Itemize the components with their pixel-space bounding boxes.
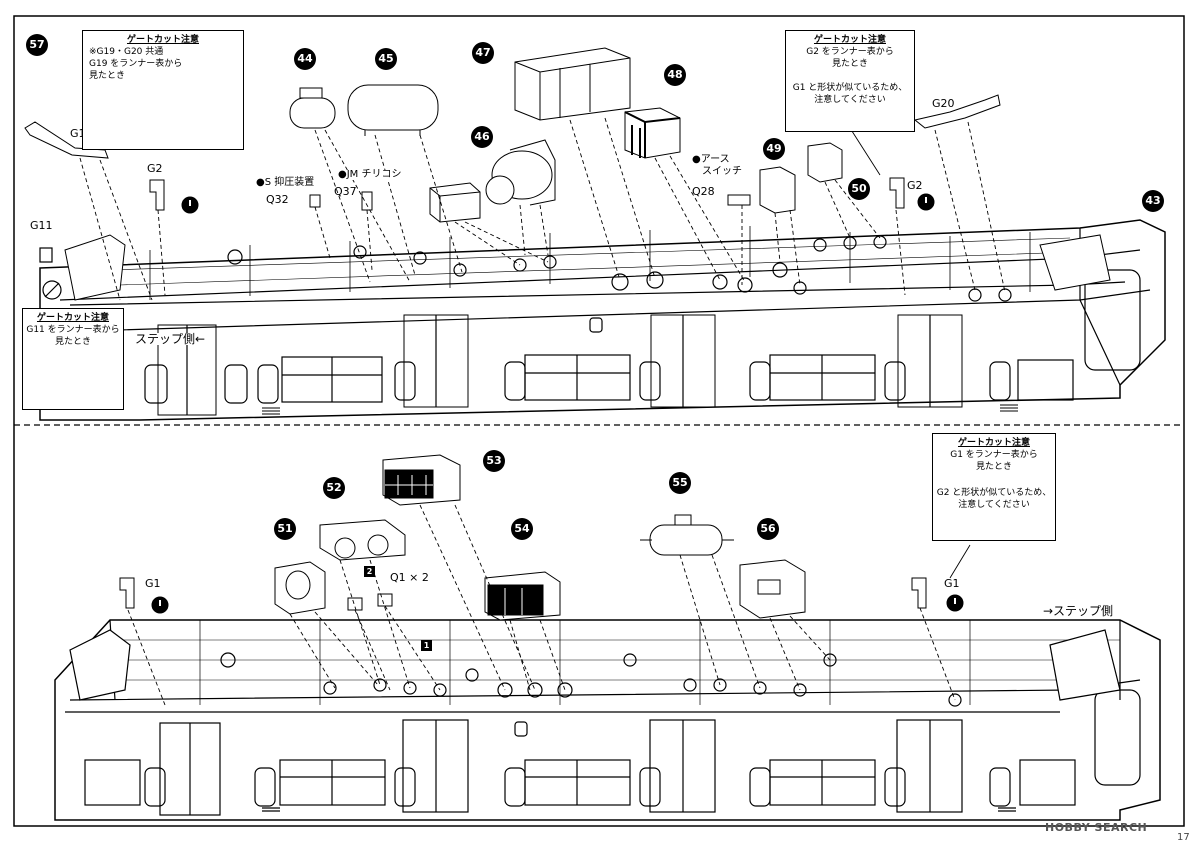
label-g1-right: G1	[944, 577, 960, 590]
note-runner-sketch	[786, 70, 914, 82]
part-45-badge: 45	[375, 48, 397, 70]
label-step-side-bottom: →ステップ側	[1043, 604, 1114, 618]
part-55-badge: 55	[669, 472, 691, 494]
part-50-badge: 50	[848, 178, 870, 200]
note-line: ※G19・G20 共通	[89, 47, 164, 57]
label-q37: Q37	[334, 185, 357, 198]
label-q1: Q1 × 2	[390, 571, 429, 584]
part-54-badge: 54	[511, 518, 533, 540]
part-47-badge: 47	[472, 42, 494, 64]
label-earth-switch-1: ●アース	[692, 154, 730, 165]
page-number: 17	[1177, 832, 1190, 843]
note-line: 見たとき	[831, 59, 868, 69]
note-line: G19 をランナー表から	[89, 59, 183, 69]
label-earth-switch-2: スイッチ	[702, 166, 742, 177]
top-parts	[24, 47, 1001, 223]
label-g20: G20	[932, 97, 955, 110]
note-line: 見たとき	[54, 337, 91, 347]
note-line: G1 と形状が似ているため、	[792, 83, 908, 93]
box-label-1: 1	[421, 640, 432, 651]
bottom-car-body	[54, 619, 1161, 821]
note-g2-gate-cut: ゲートカット注意 G2 をランナー表から 見たとき G1 と形状が似ているため、…	[785, 30, 915, 132]
part-52-badge: 52	[323, 477, 345, 499]
label-jm-chirikoshi: ●JM チリコシ	[338, 169, 402, 180]
note-line: G2 をランナー表から	[806, 47, 894, 57]
part-48-badge: 48	[664, 64, 686, 86]
watermark: HOBBY SEARCH	[1045, 821, 1148, 834]
note-line: G11 をランナー表から	[26, 325, 120, 335]
label-q32: Q32	[266, 193, 289, 206]
note-line: 注意してください	[958, 500, 1030, 510]
label-q28: Q28	[692, 185, 715, 198]
note-title: ゲートカット注意	[126, 35, 199, 45]
label-g11: G11	[30, 219, 53, 232]
part-53-badge: 53	[483, 450, 505, 472]
note-title: ゲートカット注意	[813, 35, 886, 45]
note-line: 見たとき	[89, 71, 126, 81]
label-s-suppressor: ●S 抑圧装置	[256, 177, 315, 188]
part-46-badge: 46	[471, 126, 493, 148]
note-title: ゲートカット注意	[36, 313, 109, 323]
page-frame	[13, 15, 1185, 827]
note-title: ゲートカット注意	[957, 438, 1030, 448]
bottom-leader-lines	[127, 504, 956, 706]
label-g2-right: G2	[907, 179, 923, 192]
part-49-badge: 49	[763, 138, 785, 160]
note-g19-gate-cut: ゲートカット注意 ※G19・G20 共通 G19 をランナー表から 見たとき	[82, 30, 244, 150]
top-car-body	[39, 219, 1166, 421]
note-g1-gate-cut: ゲートカット注意 G1 をランナー表から 見たとき G2 と形状が似ているため、…	[932, 433, 1056, 541]
label-g1-left: G1	[145, 577, 161, 590]
part-43-badge: 43	[1142, 190, 1164, 212]
part-56-badge: 56	[757, 518, 779, 540]
part-51-badge: 51	[274, 518, 296, 540]
note-g11-gate-cut: ゲートカット注意 G11 をランナー表から 見たとき	[22, 308, 124, 410]
step-badge: 57	[26, 34, 48, 56]
note-runner-sketch	[933, 473, 1055, 487]
note-line: G1 をランナー表から	[950, 450, 1038, 460]
label-g2-left: G2	[147, 162, 163, 175]
top-leader-lines	[79, 117, 1006, 301]
note-line: G2 と形状が似ているため、	[936, 488, 1052, 498]
note-line: 注意してください	[814, 95, 886, 105]
label-g19: G19	[70, 128, 93, 139]
part-44-badge: 44	[294, 48, 316, 70]
bottom-parts	[119, 454, 964, 621]
note-line: 見たとき	[975, 462, 1012, 472]
box-label-2: 2	[364, 566, 375, 577]
label-step-side-top: ステップ側←	[135, 332, 206, 346]
